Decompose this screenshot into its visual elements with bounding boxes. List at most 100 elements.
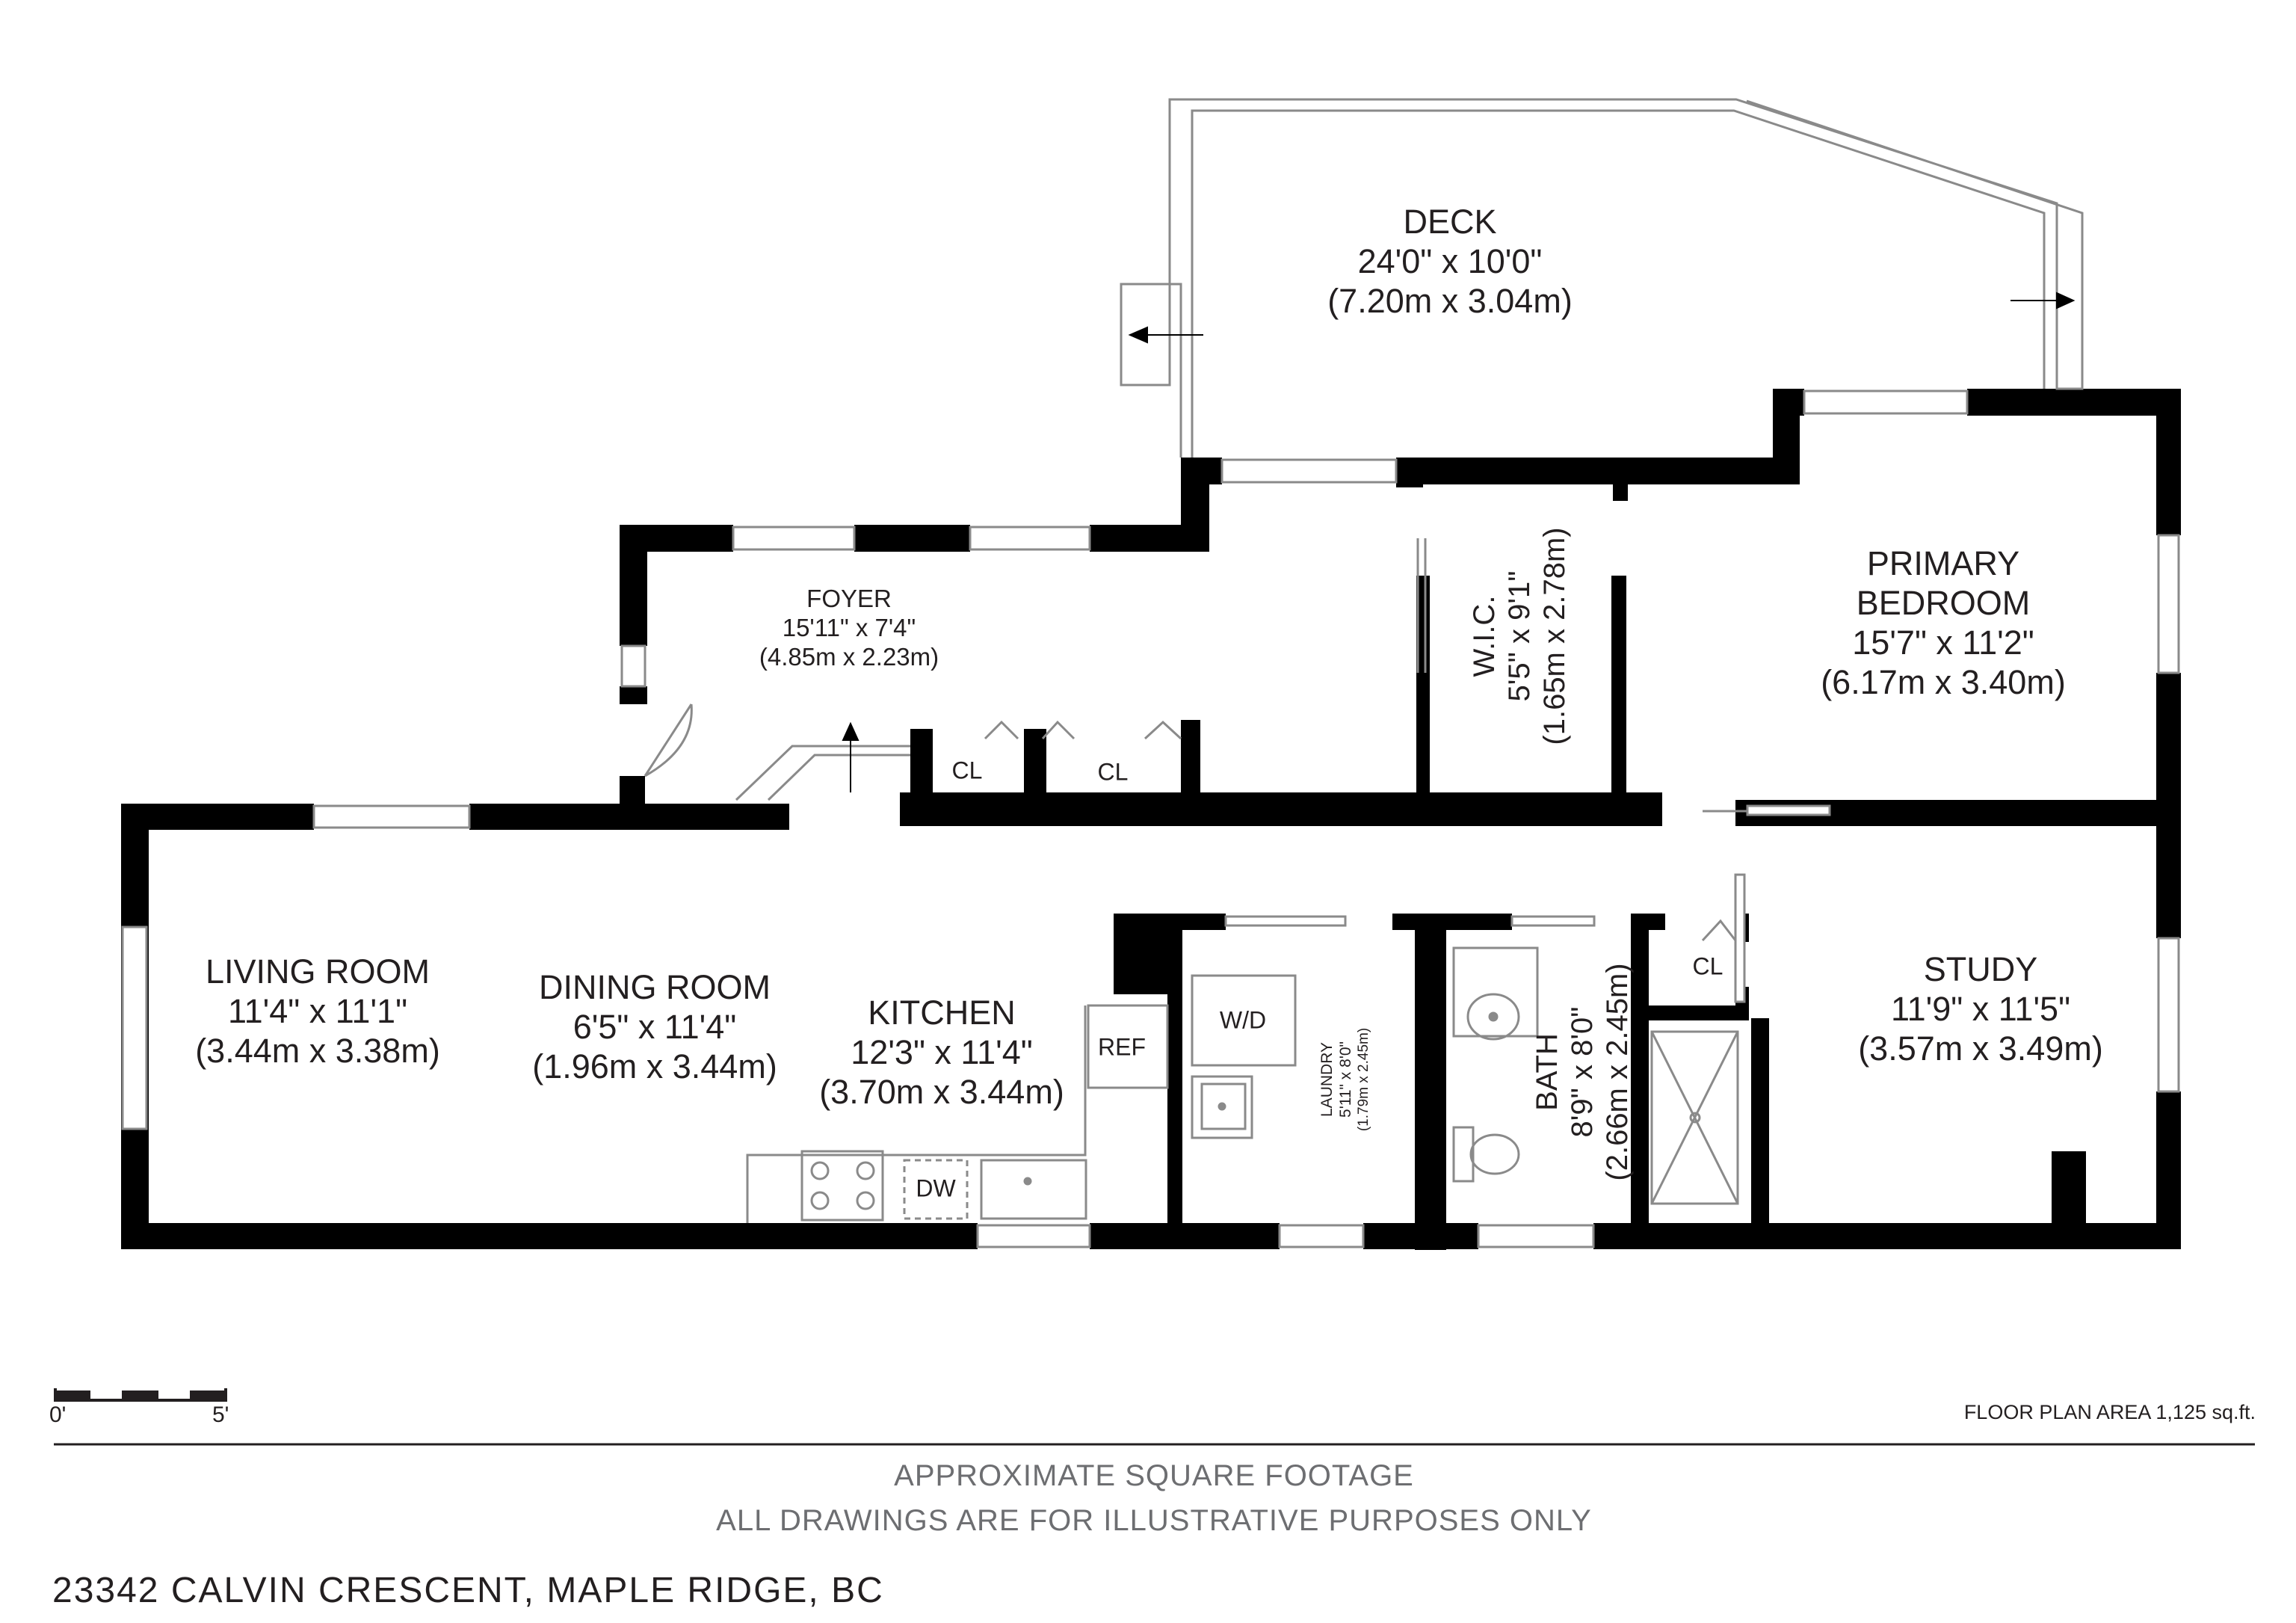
room-label-study: STUDY 11'9" x 11'5" (3.57m x 3.49m) — [1858, 949, 2103, 1068]
room-dims-imperial: 11'9" x 11'5" — [1890, 990, 2071, 1029]
wic-north-stub — [1396, 458, 1423, 487]
room-dims-imperial: 8'9" x 8'0" — [1566, 1006, 1599, 1138]
room-label-foyer: FOYER 15'11" x 7'4" (4.85m x 2.23m) — [759, 585, 939, 672]
foyer-west-wall-jamb — [620, 686, 647, 704]
entry-stair-rail-outer — [735, 745, 910, 801]
room-name: DINING ROOM — [539, 968, 771, 1006]
room-label-wic: W.I.C. 5'5" x 9'1" (1.65m x 2.78m) — [1467, 527, 1573, 745]
room-dims-metric: (4.85m x 2.23m) — [759, 642, 939, 671]
room-dims-metric: (3.57m x 3.49m) — [1858, 1029, 2103, 1068]
bedroom-north-wall-west — [1773, 389, 1804, 416]
window-living-west — [121, 926, 148, 1130]
door-slider-deck — [1220, 458, 1398, 484]
laundry-sink — [1191, 1075, 1253, 1139]
burner-2 — [810, 1191, 830, 1210]
wic-north-wall — [1396, 458, 1800, 484]
closet-label-2: CL — [1097, 758, 1129, 786]
room-label-bath: BATH 8'9" x 8'0" (2.66m x 2.45m) — [1530, 963, 1636, 1180]
window-bedroom-east — [2157, 534, 2180, 674]
closet-wall-1 — [910, 729, 933, 800]
room-name: BATH — [1531, 1033, 1564, 1111]
window-laundry-south — [1278, 1224, 1365, 1248]
shower-diagonals — [1650, 1031, 1739, 1204]
room-dims-imperial: 15'11" x 7'4" — [782, 613, 916, 641]
room-name: FOYER — [806, 585, 892, 612]
study-west-wall — [1751, 1018, 1769, 1242]
refrigerator-label: REF — [1098, 1033, 1146, 1061]
east-wall-study-lower — [2156, 1091, 2181, 1249]
room-dims-imperial: 15'7" x 11'2" — [1852, 623, 2034, 662]
closet-wall-3 — [1181, 720, 1200, 800]
dishwasher-label: DW — [916, 1174, 956, 1202]
scale-bar — [54, 1388, 227, 1402]
entry-arrow-head — [842, 721, 860, 741]
foyer-north-wall-b — [854, 525, 970, 552]
bath-drain — [1488, 1011, 1499, 1022]
bath-basin — [1466, 993, 1520, 1041]
shower-stall — [1650, 1030, 1739, 1205]
kitchen-sink — [980, 1159, 1087, 1220]
range — [800, 1150, 884, 1222]
entry-stair-rail-inner — [767, 754, 910, 801]
closet-label-3: CL — [1692, 952, 1723, 980]
study-wall-stub — [2052, 1151, 2086, 1241]
south-wall-east — [1593, 1223, 2181, 1249]
laundry-west-wall-block — [1114, 914, 1169, 994]
window-living-north — [312, 804, 471, 829]
study-pocket-door — [1734, 873, 1746, 1003]
kitchen-drain — [1023, 1177, 1032, 1186]
room-dims-imperial: 24'0" x 10'0" — [1357, 242, 1543, 281]
room-dims-metric: (3.70m x 3.44m) — [819, 1073, 1064, 1112]
window-foyer-north-1 — [732, 526, 856, 551]
room-dims-metric: (1.96m x 3.44m) — [532, 1047, 777, 1086]
living-north-wall-left — [121, 804, 314, 830]
doors — [644, 538, 1831, 1003]
foyer-west-wall-lower — [620, 776, 645, 810]
deck-wall-west-stub — [1181, 458, 1222, 484]
room-label-kitchen: KITCHEN 12'3" x 11'4" (3.70m x 3.44m) — [819, 993, 1064, 1112]
closet-door-2 — [1144, 720, 1182, 740]
east-wall-study-upper — [2156, 826, 2181, 938]
refrigerator — [1087, 1004, 1169, 1089]
toilet-bowl — [1469, 1133, 1520, 1175]
windows — [121, 389, 2180, 1248]
foyer-north-wall-a — [620, 525, 733, 552]
closet-door-1a — [984, 720, 1019, 740]
room-dims-imperial: 12'3" x 11'4" — [851, 1033, 1033, 1072]
room-dims-imperial: 11'4" x 11'1" — [227, 992, 408, 1031]
room-name: W.I.C. — [1468, 595, 1502, 677]
door-slider-bedroom — [1803, 389, 1969, 415]
room-dims-metric: (3.44m x 3.38m) — [195, 1032, 440, 1071]
room-name: KITCHEN — [868, 994, 1016, 1032]
bath-east-wall — [1631, 914, 1649, 1242]
deck-east-arrow-head — [2056, 292, 2076, 309]
room-dims-imperial: 6'5" x 11'4" — [573, 1008, 737, 1047]
exterior-walls — [121, 389, 2181, 1249]
entry-door-swing — [644, 703, 693, 777]
room-name-line1: PRIMARY — [1866, 544, 2020, 582]
closet-door-bath — [1701, 919, 1737, 942]
kitchen-fixtures — [746, 946, 1739, 1223]
bath-north-wall — [1415, 914, 1512, 930]
laundry-west-wall — [1167, 914, 1182, 1242]
bath-pocket-door — [1510, 915, 1596, 927]
laundry-pocket-door — [1224, 915, 1347, 927]
room-label-laundry: LAUNDRY 5'11" x 8'0" (1.79m x 2.45m) — [1318, 1028, 1372, 1131]
laundry-north-wall-a — [1167, 914, 1226, 930]
room-dims-imperial: 5'5" x 9'1" — [1503, 570, 1537, 702]
window-bath-south — [1477, 1224, 1595, 1248]
room-label-primary-bedroom: PRIMARY BEDROOM 15'7" x 11'2" (6.17m x 3… — [1821, 543, 2066, 702]
bedroom-east-wall-upper — [2156, 389, 2181, 535]
shower-drain — [1689, 1112, 1701, 1124]
bedroom-north-wall-east — [1967, 389, 2181, 416]
burner-1 — [810, 1161, 830, 1180]
closet-label-1: CL — [951, 757, 983, 784]
central-corridor-wall — [900, 792, 1662, 826]
south-wall-mid — [1090, 1223, 1280, 1249]
floor-plan-area: FLOOR PLAN AREA 1,125 sq.ft. — [1963, 1401, 2256, 1423]
room-name: LIVING ROOM — [205, 952, 430, 991]
deck-west-arrow-head — [1128, 326, 1148, 344]
washer-dryer — [1191, 974, 1297, 1067]
washer-dryer-label: W/D — [1219, 1006, 1267, 1034]
